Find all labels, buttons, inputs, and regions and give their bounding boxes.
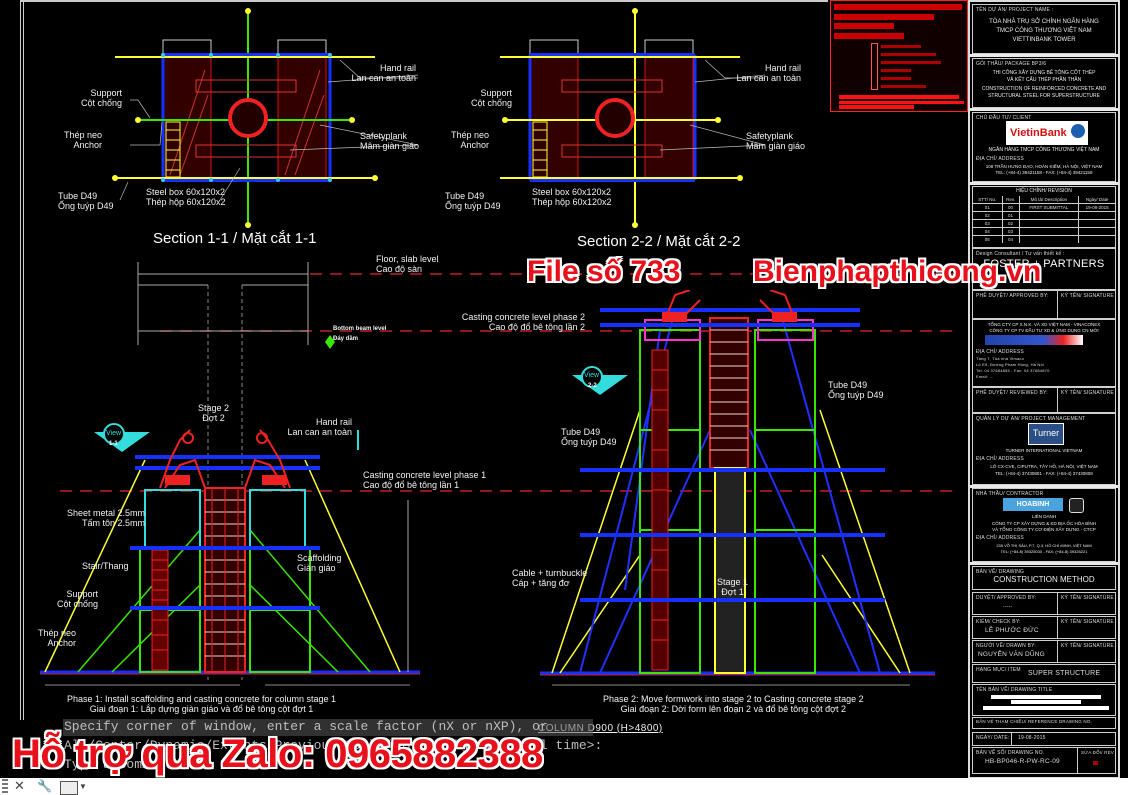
tb-drawing: BẢN VẼ/ DRAWING CONSTRUCTION METHOD — [972, 566, 1116, 590]
tb-contractor: NHÀ THẦU/ CONTRACTOR HOABINH LIÊN DANH C… — [972, 488, 1116, 562]
drawing-frame-left — [20, 0, 24, 720]
tb-reviewed: PHÊ DUYỆT/ REVIEWED BY: KÝ TÊN/ SIGNATUR… — [972, 387, 1116, 413]
tb-drawing-title: TÊN BẢN VẼ/ DRAWING TITLE — [972, 684, 1116, 716]
view-1-1-word: View — [106, 430, 122, 437]
tb-item: HẠNG MỤC/ ITEM SUPER STRUCTURE — [972, 664, 1116, 683]
phase2-elevation-drawing — [540, 290, 935, 686]
command-toolbar: ✕ 🔧 ▼ — [0, 778, 1128, 795]
tb-project: TÊN DỰ ÁN/ PROJECT NAME : TÒA NHÀ TRỤ SỞ… — [972, 4, 1116, 54]
tb-design-consultant: Design Consultant / Tư vấn thiết kế : FO… — [972, 248, 1116, 290]
turner-logo: Turner — [1028, 423, 1064, 445]
ctcp-logo — [1069, 498, 1084, 513]
tb-vinaconex: TỔNG CTY CP X.N.K. VÀ XD VIỆT NAM - VINA… — [972, 319, 1116, 387]
view-2-2-id: 2-2 — [588, 383, 597, 389]
phase1-elevation-drawing — [40, 429, 420, 686]
phase1-caption: Phase 1: Install scaffolding and casting… — [67, 694, 336, 714]
close-icon[interactable]: ✕ — [14, 778, 25, 793]
tb-date: NGÀY/ DATE: 19-08-2015 — [972, 732, 1116, 746]
vinaconex-logo — [985, 335, 1083, 345]
section-1-1-drawing — [112, 8, 419, 228]
phase2-caption: Phase 2: Move formwork into stage 2 to C… — [603, 694, 864, 714]
section-1-1-title: Section 1-1 / Mặt cắt 1-1 — [153, 230, 317, 247]
title-block: TÊN DỰ ÁN/ PROJECT NAME : TÒA NHÀ TRỤ SỞ… — [968, 0, 1120, 779]
watermark-zalo-support: Hỗ trợ qua Zalo: 0965882388 — [12, 732, 543, 776]
section-2-2-title: Section 2-2 / Mặt cắt 2-2 — [577, 233, 741, 250]
section-2-2-drawing — [500, 8, 766, 228]
view-2-2-marker — [572, 366, 628, 395]
tb-drawn-by: NGƯỜI VẼ/ DRAWN BY: KÝ TÊN/ SIGNATURE NG… — [972, 640, 1116, 663]
tb-approved-by: DUYỆT/ APPROVED BY: KÝ TÊN/ SIGNATURE --… — [972, 592, 1116, 615]
view-2-2-word: View — [584, 372, 600, 379]
view-1-1-id: 1-1 — [109, 441, 118, 447]
view-1-1-marker — [94, 423, 150, 452]
tb-client: CHỦ ĐẦU TƯ/ CLIENT VietinBank NGÂN HÀNG … — [972, 112, 1116, 182]
vietinbank-logo: VietinBank — [1006, 121, 1088, 145]
legend-swatch-column — [871, 43, 878, 90]
watermark-site: Bienphapthicong.vn — [753, 255, 1042, 288]
chevron-down-icon[interactable]: ▼ — [79, 782, 87, 791]
drawing-frame-top — [20, 0, 828, 2]
tb-project-management: QUẢN LÝ DỰ ÁN/ PROJECT MANAGEMENT Turner… — [972, 413, 1116, 485]
layer-legend — [830, 0, 968, 112]
tb-approved-1: PHÊ DUYỆT/ APPROVED BY: KÝ TÊN/ SIGNATUR… — [972, 290, 1116, 319]
grip-icon[interactable] — [2, 779, 8, 794]
tb-revision-table: HIỆU CHỈNH/ REVISION STT/ No.Rev.Mô tả/ … — [972, 186, 1116, 248]
stair-label: Stair/Thang — [82, 561, 129, 571]
hoabinh-logo: HOABINH — [1003, 498, 1063, 511]
drawing-subtitle: COLUMN D900 (H>4800) — [538, 723, 663, 734]
wrench-icon[interactable]: 🔧 — [37, 779, 52, 793]
tb-drawing-no: BẢN VẼ SỐ/ DRAWING NO. HB-BP046-R-PW-RC-… — [972, 747, 1116, 774]
tb-package: GÓI THẦU/ PACKAGE BP3/6 THI CÔNG XÂY DỰN… — [972, 58, 1116, 108]
tb-reference: BẢN VẼ THAM CHIẾU/ REFERENCE DRAWING NO. — [972, 717, 1116, 729]
command-window-icon[interactable] — [60, 781, 78, 795]
command-history-line-2: All/Center/Dynamic/Extents/Previous/Scal… — [64, 738, 603, 753]
level-lines — [60, 262, 960, 680]
tb-check-by: KIỂM/ CHECK BY: KÝ TÊN/ SIGNATURE LÊ PHƯ… — [972, 616, 1116, 639]
command-history-bg — [63, 719, 593, 736]
command-history-line-1: Specify corner of window, enter a scale … — [64, 719, 548, 734]
watermark-file-number: File số 733 — [527, 255, 681, 288]
command-input[interactable]: Type a command — [64, 757, 174, 772]
